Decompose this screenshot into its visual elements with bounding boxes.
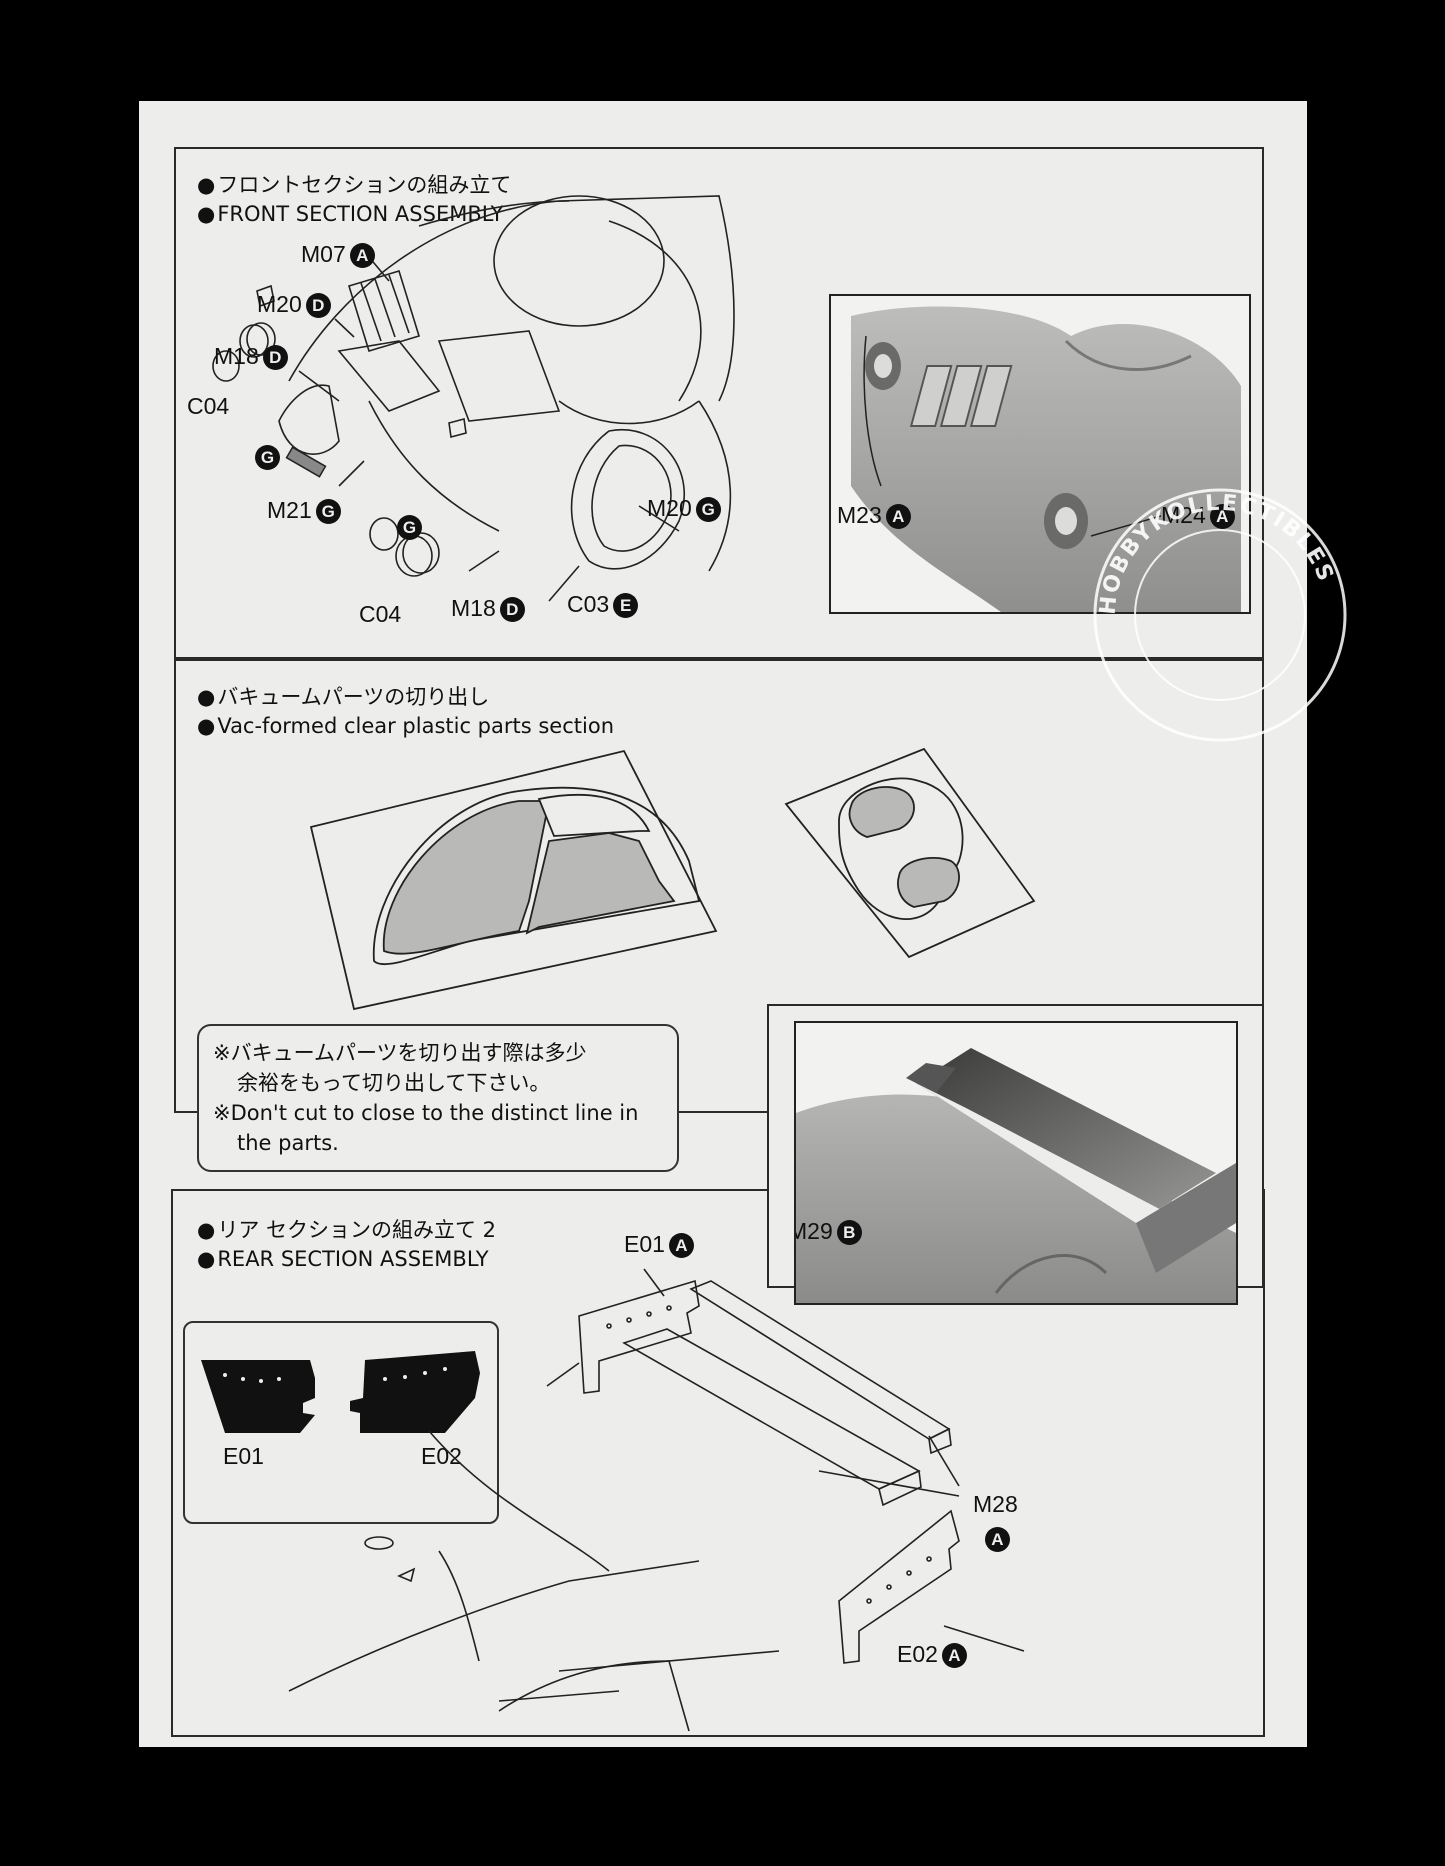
- front-assembly-drawing: [212, 195, 735, 602]
- watermark-text: HOBBYKOLLECTIBLES: [1096, 491, 1337, 616]
- vac-title-jp: バキュームパーツの切り出し: [197, 683, 614, 712]
- inset-label-e02: E02: [421, 1443, 462, 1469]
- front-title-jp: フロントセクションの組み立て: [197, 171, 511, 200]
- callout-front-c04-upper: C04: [187, 393, 230, 419]
- watermark-ring: HOBBYKOLLECTIBLES: [1093, 488, 1347, 742]
- rear-section-panel: [171, 1189, 1265, 1737]
- sheet-badge: A: [668, 1233, 694, 1259]
- endplate-inset: E01 E02: [183, 1321, 499, 1524]
- endplate-silhouettes: [201, 1351, 480, 1433]
- sheet-badge: A: [349, 243, 375, 269]
- sheet-badge: A: [941, 1643, 967, 1669]
- vac-section-panel: [174, 657, 1264, 1113]
- vac-section-heading: バキュームパーツの切り出し Vac-formed clear plastic p…: [197, 683, 614, 741]
- instruction-sheet: フロントセクションの組み立て FRONT SECTION ASSEMBLY: [139, 101, 1307, 1747]
- rear-photo-render: [796, 1048, 1236, 1303]
- hobbykollectibles-stamp-icon: HOBBYKOLLECTIBLES: [1085, 480, 1355, 750]
- rear-assembly-drawing: [288, 1268, 1025, 1732]
- sheet-badge: B: [836, 1220, 862, 1246]
- sheet-badge: A: [1209, 504, 1235, 530]
- rear-section-heading: リア セクションの組み立て 2 REAR SECTION ASSEMBLY: [197, 1216, 496, 1274]
- rear-title-jp: リア セクションの組み立て 2: [197, 1216, 496, 1245]
- rear-title-en: REAR SECTION ASSEMBLY: [197, 1245, 496, 1274]
- vac-cutting-note: ※バキュームパーツを切り出す際は多少 余裕をもって切り出して下さい。 ※Don'…: [197, 1024, 679, 1172]
- sheet-badge: G: [315, 499, 341, 525]
- sheet-badge: D: [262, 345, 288, 371]
- callout-front-g-upper: G: [251, 443, 280, 471]
- front-section-heading: フロントセクションの組み立て FRONT SECTION ASSEMBLY: [197, 171, 511, 229]
- sheet-badge: G: [397, 515, 422, 541]
- front-photo-render: [851, 306, 1241, 612]
- sheet-badge: E: [613, 593, 639, 619]
- rear-reference-photo: M29B: [794, 1021, 1238, 1305]
- vac-parts-drawing: [309, 747, 1036, 1011]
- vac-title-en: Vac-formed clear plastic parts section: [197, 712, 614, 741]
- sheet-badge: A: [885, 504, 911, 530]
- sheet-badge: D: [499, 597, 525, 623]
- callout-rear-m29: M29B: [796, 1218, 862, 1246]
- sheet-badge: D: [305, 293, 331, 319]
- callout-front-g-lower: G: [393, 513, 422, 541]
- front-title-en: FRONT SECTION ASSEMBLY: [197, 200, 511, 229]
- callout-front-c04-lower: C04: [359, 601, 402, 627]
- front-section-panel: [174, 147, 1264, 661]
- svg-text:HOBBYKOLLECTIBLES: HOBBYKOLLECTIBLES: [1096, 491, 1339, 616]
- sheet-badge: G: [255, 445, 280, 471]
- inset-label-e01: E01: [223, 1443, 264, 1469]
- sheet-badge: G: [695, 497, 721, 523]
- sheet-badge: A: [984, 1527, 1010, 1553]
